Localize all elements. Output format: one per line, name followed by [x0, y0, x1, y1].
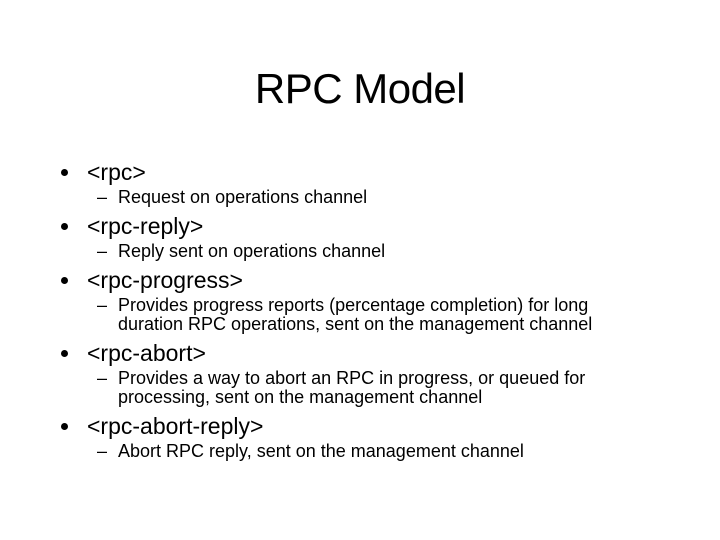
- bullet-list: <rpc>–Request on operations channel<rpc-…: [0, 156, 720, 464]
- sub-bullet-text: Request on operations channel: [118, 187, 368, 207]
- dash-icon: –: [97, 368, 108, 388]
- bullet-line: <rpc>: [0, 156, 720, 188]
- dash-icon: –: [97, 187, 108, 207]
- bullet-item: <rpc-reply>–Reply sent on operations cha…: [0, 210, 720, 261]
- bullet-label: <rpc-reply>: [87, 213, 204, 239]
- bullet-line: <rpc-abort-reply>: [0, 410, 720, 442]
- slide-title: RPC Model: [254, 65, 466, 112]
- bullet-line: <rpc-reply>: [0, 210, 720, 242]
- bullet-dot-icon: [61, 223, 68, 230]
- bullet-dot-icon: [61, 423, 68, 430]
- bullet-item: <rpc-abort>–Provides a way to abort an R…: [0, 337, 720, 407]
- bullet-dot-icon: [61, 277, 68, 284]
- sub-bullet-line: –Request on operations channel: [0, 188, 720, 207]
- bullet-label: <rpc-abort-reply>: [87, 413, 264, 439]
- bullet-line: <rpc-abort>: [0, 337, 720, 369]
- bullet-line: <rpc-progress>: [0, 264, 720, 296]
- bullet-label: <rpc-abort>: [87, 340, 206, 366]
- sub-bullet-line: –Provides progress reports (percentage c…: [0, 296, 720, 315]
- sub-bullet-line: –Reply sent on operations channel: [0, 242, 720, 261]
- sub-bullet-text: Abort RPC reply, sent on the management …: [118, 441, 524, 461]
- bullet-label: <rpc-progress>: [87, 267, 243, 293]
- dash-icon: –: [97, 441, 108, 461]
- bullet-dot-icon: [61, 169, 68, 176]
- bullet-item: <rpc>–Request on operations channel: [0, 156, 720, 207]
- sub-bullet-line: duration RPC operations, sent on the man…: [0, 315, 720, 334]
- sub-bullet-text: Provides progress reports (percentage co…: [118, 295, 589, 315]
- dash-icon: –: [97, 295, 108, 315]
- sub-bullet-line: –Abort RPC reply, sent on the management…: [0, 442, 720, 461]
- sub-bullet-text: Reply sent on operations channel: [118, 241, 386, 261]
- sub-bullet-line: processing, sent on the management chann…: [0, 388, 720, 407]
- dash-icon: –: [97, 241, 108, 261]
- sub-bullet-text: duration RPC operations, sent on the man…: [118, 314, 593, 334]
- bullet-item: <rpc-progress>–Provides progress reports…: [0, 264, 720, 334]
- bullet-label: <rpc>: [87, 159, 146, 185]
- bullet-dot-icon: [61, 350, 68, 357]
- sub-bullet-text: processing, sent on the management chann…: [118, 387, 483, 407]
- sub-bullet-line: –Provides a way to abort an RPC in progr…: [0, 369, 720, 388]
- bullet-item: <rpc-abort-reply>–Abort RPC reply, sent …: [0, 410, 720, 461]
- sub-bullet-text: Provides a way to abort an RPC in progre…: [118, 368, 586, 388]
